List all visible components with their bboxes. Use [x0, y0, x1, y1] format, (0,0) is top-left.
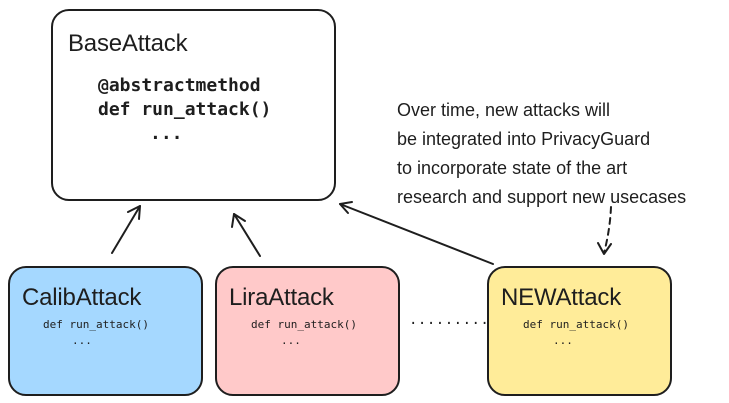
calib-run-attack-method: def run_attack()	[43, 318, 149, 331]
note-line: research and support new usecases	[397, 187, 687, 207]
lira-method-ellipsis: ...	[281, 334, 301, 347]
base-attack-box: BaseAttack @abstractmethod def run_attac…	[51, 9, 336, 201]
abstractmethod-decorator: @abstractmethod	[98, 75, 261, 96]
lira-attack-title: LiraAttack	[229, 284, 334, 311]
dashed-arrowhead	[597, 242, 612, 255]
new-to-base-arrow	[339, 203, 494, 265]
base-attack-title: BaseAttack	[68, 30, 188, 57]
new-run-attack-method: def run_attack()	[523, 318, 629, 331]
note-to-new-dashed-arrow	[603, 206, 612, 254]
lira-arrowhead	[231, 213, 246, 228]
new-method-ellipsis: ...	[553, 334, 573, 347]
integration-note: Over time, new attacks will be integrate…	[397, 96, 686, 212]
lira-to-base-arrow	[233, 213, 261, 257]
note-line: to incorporate state of the art	[397, 158, 628, 178]
calib-to-base-arrow	[111, 205, 141, 254]
base-method-ellipsis: ...	[150, 123, 183, 144]
new-arrowhead	[339, 201, 353, 214]
lira-run-attack-method: def run_attack()	[251, 318, 357, 331]
calib-arrowhead	[127, 205, 141, 220]
more-attacks-dots: ..........	[409, 312, 499, 328]
note-line: Over time, new attacks will	[397, 100, 611, 120]
new-attack-title: NEWAttack	[501, 284, 621, 311]
calib-attack-box: CalibAttack def run_attack() ...	[8, 266, 203, 396]
new-attack-box: NEWAttack def run_attack() ...	[487, 266, 672, 396]
calib-method-ellipsis: ...	[72, 334, 92, 347]
lira-attack-box: LiraAttack def run_attack() ...	[215, 266, 400, 396]
run-attack-method: def run_attack()	[98, 99, 272, 120]
calib-attack-title: CalibAttack	[22, 284, 142, 311]
note-line: be integrated into PrivacyGuard	[397, 129, 651, 149]
